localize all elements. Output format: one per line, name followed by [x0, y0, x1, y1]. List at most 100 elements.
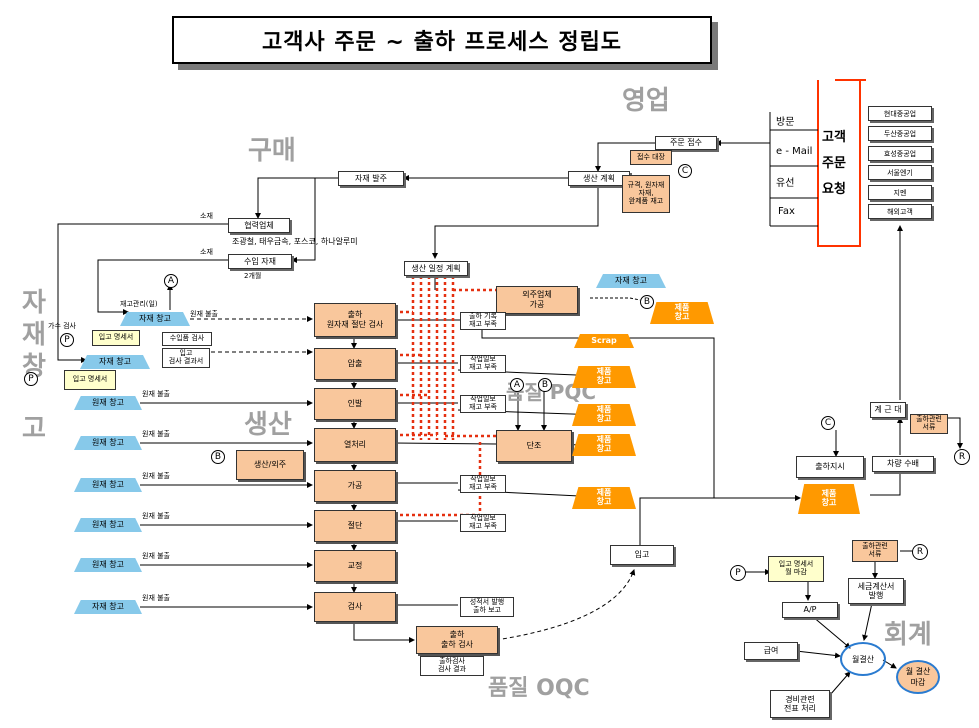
connector-a: A — [510, 378, 524, 392]
inspect-doc: 수입품 검사 — [162, 332, 212, 346]
dept-sales-label: 영업 — [622, 86, 670, 116]
release-note: 원재 불출 — [142, 594, 170, 602]
oqc-record-doc: 출하검사 검사 결과 — [420, 656, 484, 676]
subcontract-step: 생산/외주 — [236, 450, 304, 480]
process-step: 압출 — [314, 348, 396, 380]
ship-doc: 출하관련 서류 — [910, 414, 948, 434]
process-step: 검사 — [314, 592, 396, 622]
forging-step: 단조 — [496, 430, 572, 462]
raw-warehouse-box: 원재 창고 — [74, 558, 142, 572]
raw-warehouse-box: 원재 창고 — [74, 436, 142, 450]
material-order-box: 자재 발주 — [338, 171, 404, 186]
connector-b: B — [211, 450, 225, 464]
inbound-doc-2: 입고 명세서 — [64, 370, 116, 390]
raw-warehouse-box: 원재 창고 — [74, 518, 142, 532]
finished-warehouse: 제품 창고 — [572, 404, 636, 426]
customer-request-3: 요청 — [822, 182, 846, 197]
connector-a: A — [164, 274, 178, 288]
final-inspect-step: 출하 출하 검사 — [416, 626, 498, 654]
release-note: 원재 불출 — [190, 310, 218, 318]
dept-material-label-4: 고 — [22, 414, 46, 444]
page-title: 고객사 주문 ~ 출하 프로세스 정립도 — [172, 16, 712, 64]
finished-warehouse: 제품 창고 — [572, 434, 636, 456]
record-doc: 성적서 발행 출하 보고 — [460, 597, 514, 617]
monthly-close: 월 결산 마감 — [896, 660, 940, 694]
channel-visit: 방문 — [776, 117, 795, 128]
vendor-list: 조광철, 태우금속, 포스코, 하나알루미 — [232, 237, 358, 246]
finished-warehouse: 제품 창고 — [572, 487, 636, 509]
detailed-plan-box: 생산 일정 계획 — [404, 261, 468, 276]
acct-ship-docs: 출하관련 서류 — [852, 540, 898, 562]
connector-b: B — [538, 378, 552, 392]
connector-p: P — [24, 372, 38, 386]
import-material-box: 수입 자재 — [228, 254, 292, 269]
record-doc: 작업일보 재고 부족 — [460, 514, 506, 532]
supply-label-2: 소재 — [200, 248, 213, 256]
connector-r: R — [912, 544, 928, 560]
supply-label-1: 소재 — [200, 212, 213, 220]
finished-warehouse: 제품 창고 — [572, 366, 636, 388]
record-doc: 작업일보 재고 부족 — [460, 395, 506, 413]
stock-mgmt-note: 재고관리(일) — [120, 300, 158, 308]
inbound-doc-1: 입고 명세서 — [92, 330, 140, 346]
ap-box: A/P — [782, 602, 838, 618]
outsource-step: 외주업체 가공 — [496, 286, 578, 314]
inbound-check-note: 가수 검사 — [48, 322, 76, 330]
connector-p: P — [60, 333, 74, 347]
customer-item: 두산중공업 — [868, 126, 932, 141]
finished-warehouse: 제품 창고 — [650, 302, 714, 324]
customer-item: 서울엔기 — [868, 165, 932, 180]
finished-warehouse-main: 제품 창고 — [798, 484, 860, 514]
customer-request-2: 주문 — [822, 156, 846, 171]
channel-phone: 유선 — [776, 178, 795, 189]
process-step: 절단 — [314, 510, 396, 542]
vehicle-box: 차량 수배 — [872, 456, 934, 472]
weigh-box: 계 근 대 — [870, 402, 906, 418]
dept-oqc-label: 품질 OQC — [488, 676, 590, 701]
channel-fax: Fax — [778, 206, 795, 217]
record-doc: 출하 기록 재고 부족 — [460, 312, 506, 330]
receive-doc: 입고 검사 결과서 — [162, 348, 210, 368]
dept-purchase-label: 구매 — [248, 136, 296, 166]
customer-item: 해외고객 — [868, 204, 932, 219]
process-step: 인발 — [314, 388, 396, 420]
customer-boundary-line — [817, 79, 861, 247]
process-step: 출하 원자재 절단 검사 — [314, 303, 396, 337]
connector-r: R — [954, 449, 970, 465]
acct-inbound-docs: 입고 명세서 월 마감 — [768, 556, 824, 582]
monthly-settle: 월결산 — [840, 642, 886, 676]
production-plan-box: 생산 계획 — [568, 171, 630, 186]
process-step: 열처리 — [314, 428, 396, 462]
ship-order-box: 출하지시 — [796, 456, 864, 478]
connector-c: C — [678, 164, 692, 178]
channel-email: e - Mail — [776, 146, 813, 157]
tax-invoice-box: 세금계산서 발행 — [848, 578, 904, 604]
release-note: 원재 불출 — [142, 390, 170, 398]
expense-box: 경비관련 전표 처리 — [770, 690, 830, 718]
domestic-vendor-box: 협력업체 — [228, 218, 290, 233]
release-note: 원재 불출 — [142, 552, 170, 560]
customer-item: 지멘 — [868, 185, 932, 200]
material-warehouse-sub: 자재 창고 — [80, 355, 150, 369]
record-doc: 작업일보 재고 부족 — [460, 475, 506, 493]
material-warehouse-plus: 자재 창고 — [596, 274, 666, 288]
order-receipt-box: 주문 접수 — [655, 136, 717, 150]
dept-material-label-1: 자 — [22, 288, 46, 318]
release-note: 원재 불출 — [142, 430, 170, 438]
process-step: 가공 — [314, 470, 396, 502]
connector-c: C — [821, 416, 835, 430]
raw-warehouse-box: 원재 창고 — [74, 396, 142, 410]
customer-item: 효성중공업 — [868, 146, 932, 161]
connector-p: P — [730, 565, 746, 581]
material-warehouse-box: 자재 창고 — [74, 600, 142, 614]
scrap-box: Scrap — [574, 334, 634, 348]
order-ledger-doc: 접수 대장 — [630, 150, 672, 165]
release-note: 원재 불출 — [142, 512, 170, 520]
dept-production-label: 생산 — [244, 410, 292, 440]
record-doc: 작업일보 재고 부족 — [460, 355, 506, 373]
import-leadtime: 2개월 — [244, 272, 262, 280]
salary-box: 급여 — [744, 642, 798, 660]
inbound-box: 입고 — [610, 545, 674, 565]
dept-accounting-label: 회계 — [884, 620, 932, 650]
